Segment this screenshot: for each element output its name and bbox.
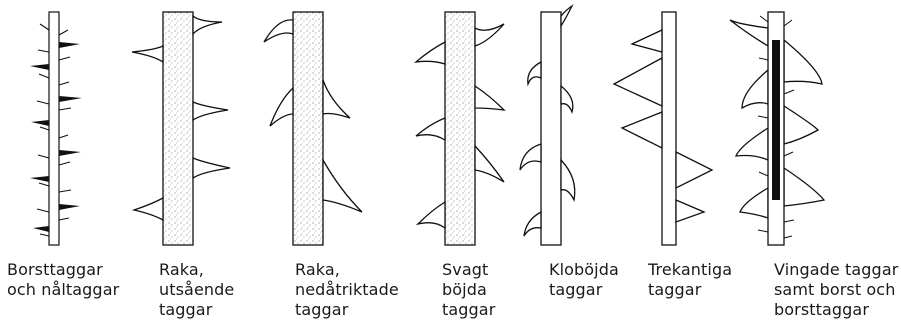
stem-hooked-thorns	[520, 6, 575, 245]
stem-bristle-needle-thorns	[30, 12, 82, 245]
caption-straight-downward-thorns: Raka, nedåtriktade taggar	[295, 260, 399, 320]
caption-line: böjda	[442, 280, 495, 300]
caption-line: samt borst och	[774, 280, 898, 300]
caption-line: Trekantiga	[648, 260, 732, 280]
caption-line: Kloböjda	[549, 260, 619, 280]
caption-line: utsående	[159, 280, 234, 300]
stem-triangular-thorns	[614, 12, 712, 245]
stem-winged-thorns-with-bristles	[730, 12, 824, 245]
caption-bristle-needle-thorns: Borsttaggar och nåltaggar	[7, 260, 119, 300]
caption-triangular-thorns: Trekantiga taggar	[648, 260, 732, 300]
caption-line: taggar	[442, 300, 495, 320]
caption-line: taggar	[159, 300, 234, 320]
caption-line: Raka,	[159, 260, 234, 280]
caption-hooked-thorns: Kloböjda taggar	[549, 260, 619, 300]
caption-line: Svagt	[442, 260, 495, 280]
caption-line: Borsttaggar	[7, 260, 119, 280]
caption-line: taggar	[295, 300, 399, 320]
caption-line: nedåtriktade	[295, 280, 399, 300]
caption-line: Vingade taggar	[774, 260, 898, 280]
stem-slightly-curved-thorns	[416, 12, 504, 245]
caption-line: taggar	[648, 280, 732, 300]
caption-line: Raka,	[295, 260, 399, 280]
caption-line: och nåltaggar	[7, 280, 119, 300]
caption-straight-spreading-thorns: Raka, utsående taggar	[159, 260, 234, 320]
caption-slightly-curved-thorns: Svagt böjda taggar	[442, 260, 495, 320]
stem-straight-spreading-thorns	[132, 12, 230, 245]
stem-straight-downward-thorns	[264, 12, 362, 245]
caption-line: borsttaggar	[774, 300, 898, 320]
caption-winged-thorns: Vingade taggar samt borst och borsttagga…	[774, 260, 898, 320]
caption-line: taggar	[549, 280, 619, 300]
